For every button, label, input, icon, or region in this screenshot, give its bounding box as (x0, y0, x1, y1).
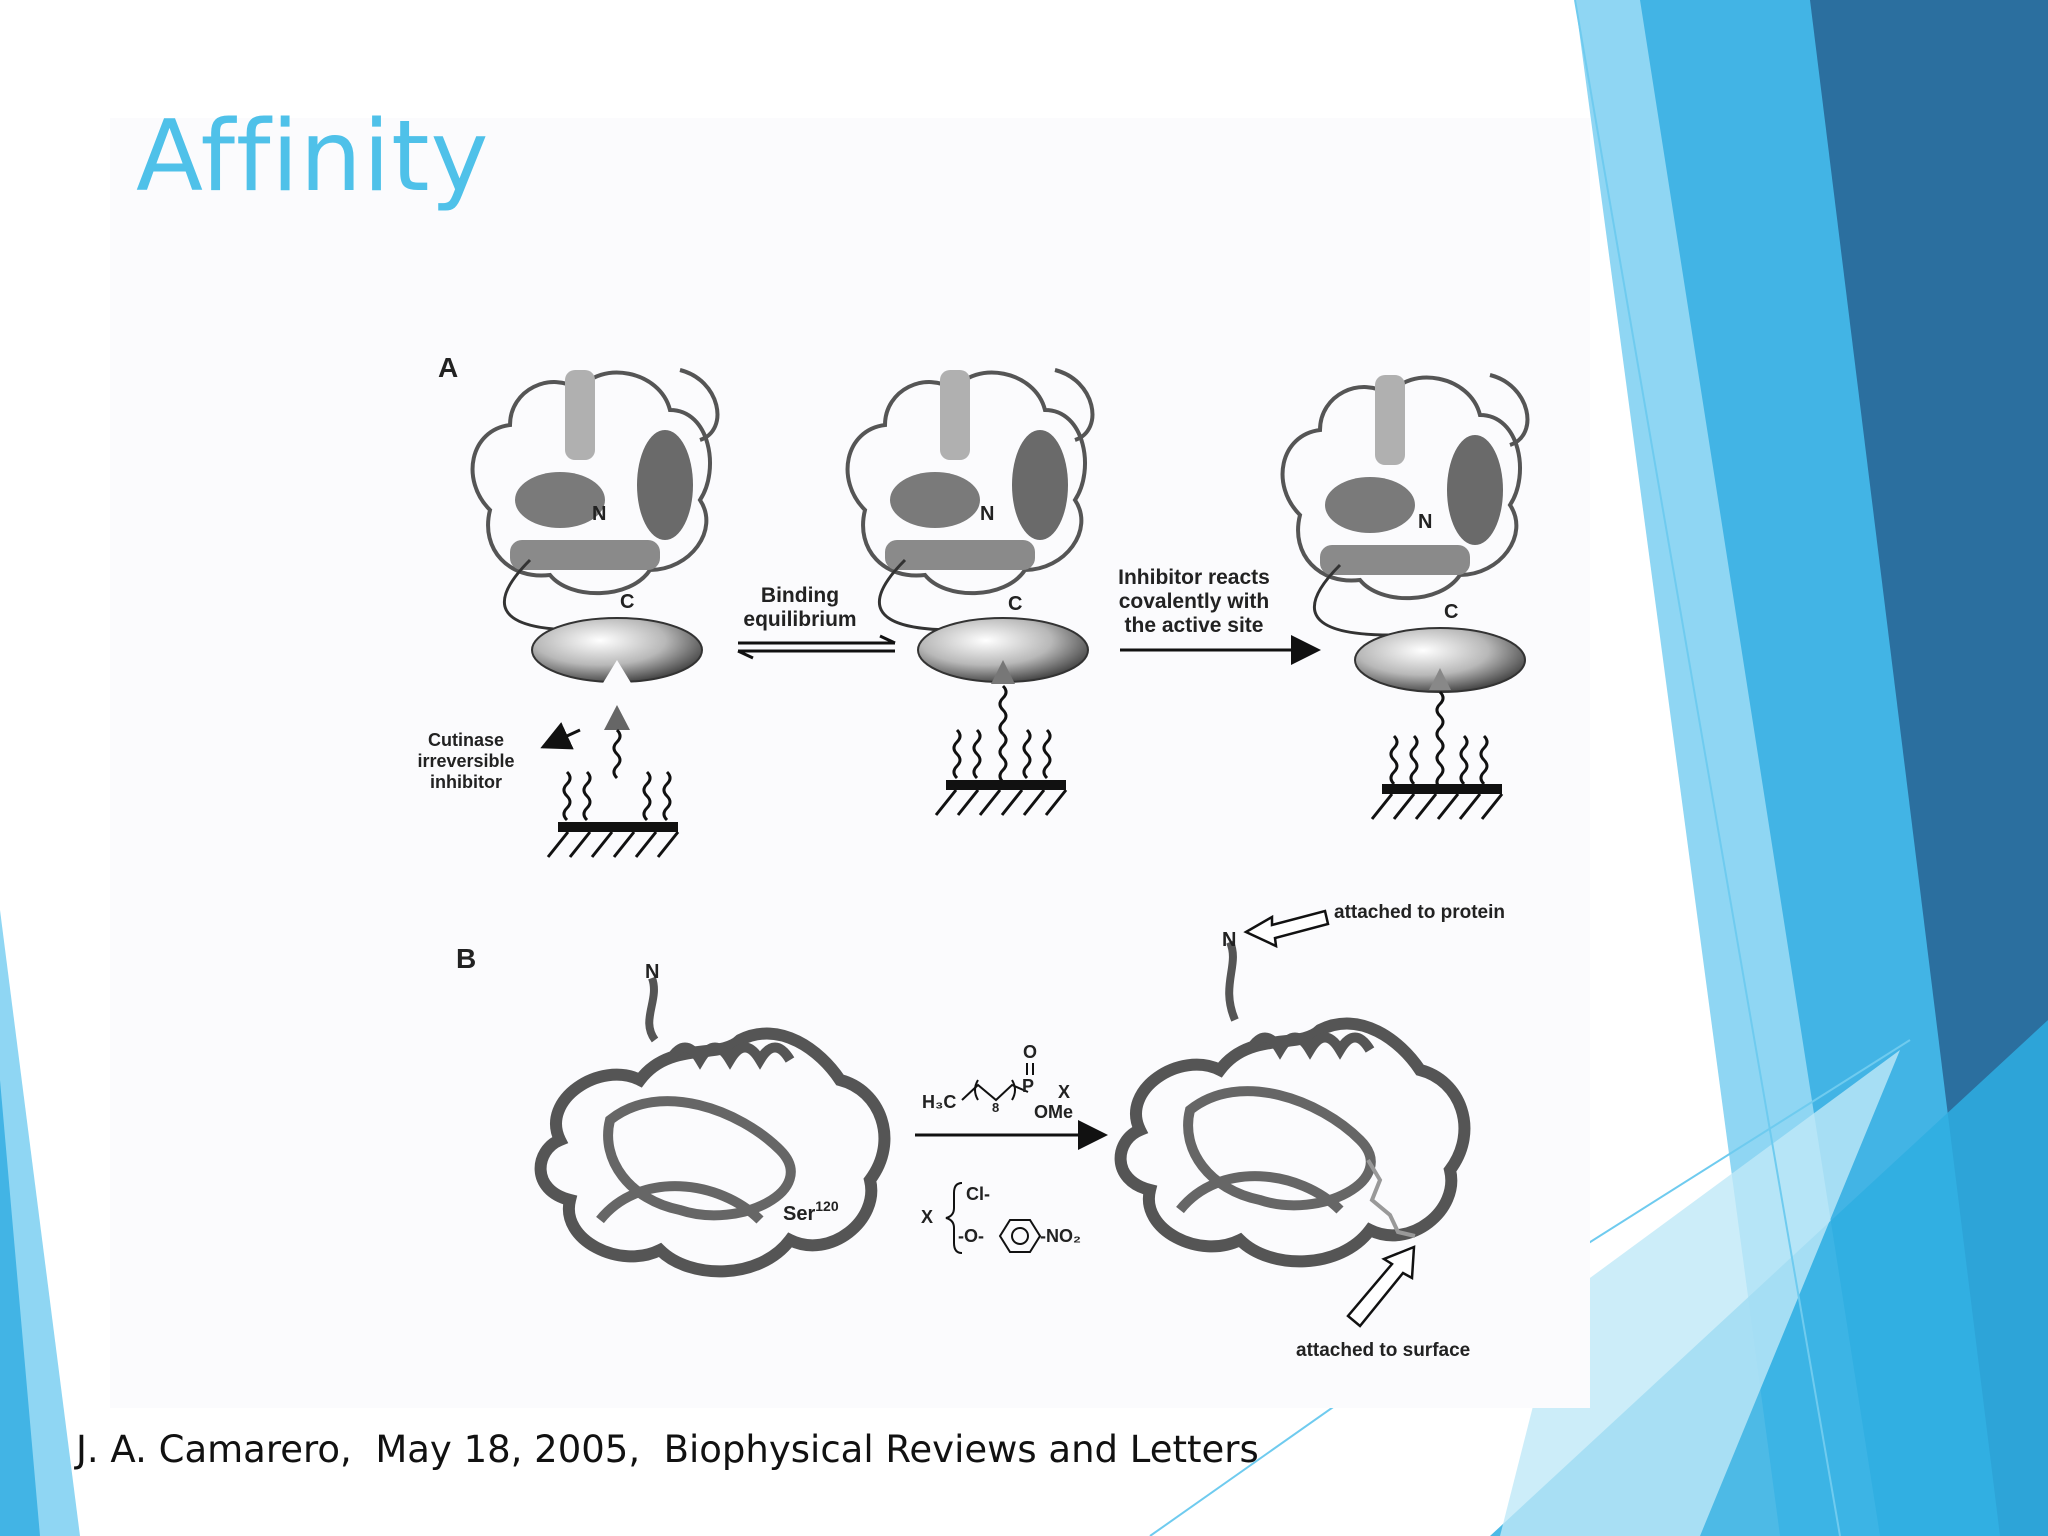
reaction-label-line-3: the active site (1125, 614, 1264, 637)
attached-to-protein-arrow (1243, 909, 1330, 949)
reagent-chain (961, 1083, 1029, 1102)
inhibitor-head-1 (604, 705, 630, 730)
n-terminus-2: N (980, 503, 994, 525)
brush-chain (642, 770, 652, 822)
n-terminus-chain-left (645, 976, 659, 1043)
panel-b-label: B (456, 943, 476, 974)
inhibitor-tether (1366, 1158, 1416, 1238)
panel-a-label: A (438, 352, 458, 383)
binding-pocket-1 (603, 660, 631, 683)
x-option-nitrophenoxy-suffix: -NO₂ (1040, 1226, 1081, 1246)
slide-title: Affinity (136, 100, 490, 214)
n-terminus-right: N (1222, 929, 1236, 951)
reagent-bracket (974, 1079, 1016, 1101)
reagent-ome: OMe (1034, 1102, 1073, 1122)
ser-residue: Ser (783, 1203, 815, 1225)
thin-line-1 (1574, 0, 1841, 1536)
surface-2 (934, 778, 1068, 817)
surface-1 (546, 820, 680, 859)
attached-to-surface-label: attached to surface (1296, 1340, 1470, 1361)
reagent-x: X (1058, 1082, 1070, 1102)
protein-structure-3 (1280, 373, 1530, 637)
attached-to-protein-label: attached to protein (1334, 902, 1505, 923)
x-brace (945, 1182, 963, 1254)
brush-chain (1022, 728, 1032, 780)
brush-chain (1409, 734, 1419, 786)
x-symbol: X (921, 1207, 933, 1227)
inhibitor-label-line-1: Cutinase (428, 730, 504, 750)
cutinase-structure-left (541, 1034, 885, 1272)
protein-structure-1 (470, 368, 720, 632)
brush-chain (1479, 734, 1489, 786)
brush-chain (952, 728, 962, 780)
brush-chain (1459, 734, 1469, 786)
brush-chain (582, 770, 592, 822)
citation: J. A. Camarero, May 18, 2005, Biophysica… (76, 1428, 1259, 1471)
thin-line-2 (1537, 1039, 1911, 1276)
c-terminus-3: C (1444, 601, 1458, 623)
inhibitor-pointer-arrow (540, 722, 581, 750)
inhibitor-label-line-2: irreversible (417, 751, 514, 771)
c-terminus-2: C (1008, 593, 1022, 615)
binding-label-line-2: equilibrium (743, 608, 856, 631)
surface-3 (1370, 782, 1504, 821)
inhibitor-chain-2b (998, 732, 1008, 784)
ser-number: 120 (815, 1198, 839, 1214)
brush-chain (562, 770, 572, 822)
reaction-label-line-2: covalently with (1119, 590, 1270, 613)
x-option-chloride: Cl- (966, 1184, 990, 1204)
reagent-o: O (1023, 1042, 1037, 1062)
right-panel-bottom-light (1500, 1050, 1900, 1536)
inhibitor-chain-1 (612, 728, 622, 780)
n-terminus-1: N (592, 503, 606, 525)
binding-label-line-1: Binding (761, 584, 839, 607)
n-terminus-3: N (1418, 511, 1432, 533)
inhibitor-chain-3 (1435, 690, 1445, 742)
brush-chain (1042, 728, 1052, 780)
reagent-h3c: H₃C (922, 1092, 956, 1112)
inhibitor-head-2 (991, 660, 1015, 684)
inhibitor-label-line-3: inhibitor (430, 772, 502, 792)
equilibrium-reverse-arrow (737, 649, 895, 660)
benzene-ring-inner (1011, 1227, 1029, 1245)
reaction-label-line-1: Inhibitor reacts (1118, 566, 1270, 589)
inhibitor-head-3 (1429, 668, 1451, 690)
inhibitor-chain-3b (1435, 738, 1445, 790)
ser-label: Ser120 (783, 1198, 839, 1225)
x-option-nitrophenoxy-prefix: -O- (958, 1226, 984, 1246)
equilibrium-forward-arrow (738, 634, 896, 645)
reagent-p: P (1022, 1076, 1034, 1096)
n-terminus-left: N (645, 961, 659, 983)
attached-to-surface-arrow (1346, 1245, 1416, 1328)
benzene-ring (998, 1219, 1042, 1253)
reagent-repeat: 8 (992, 1100, 999, 1115)
cutinase-structure-right (1121, 1024, 1465, 1262)
c-terminus-1: C (620, 591, 634, 613)
brush-chain (972, 728, 982, 780)
protein-structure-2 (845, 368, 1095, 632)
brush-chain (1389, 734, 1399, 786)
brush-chain (662, 770, 672, 822)
n-terminus-chain-right (1225, 940, 1239, 1022)
left-panel-mid (0, 1080, 40, 1536)
inhibitor-chain-2 (998, 684, 1008, 736)
